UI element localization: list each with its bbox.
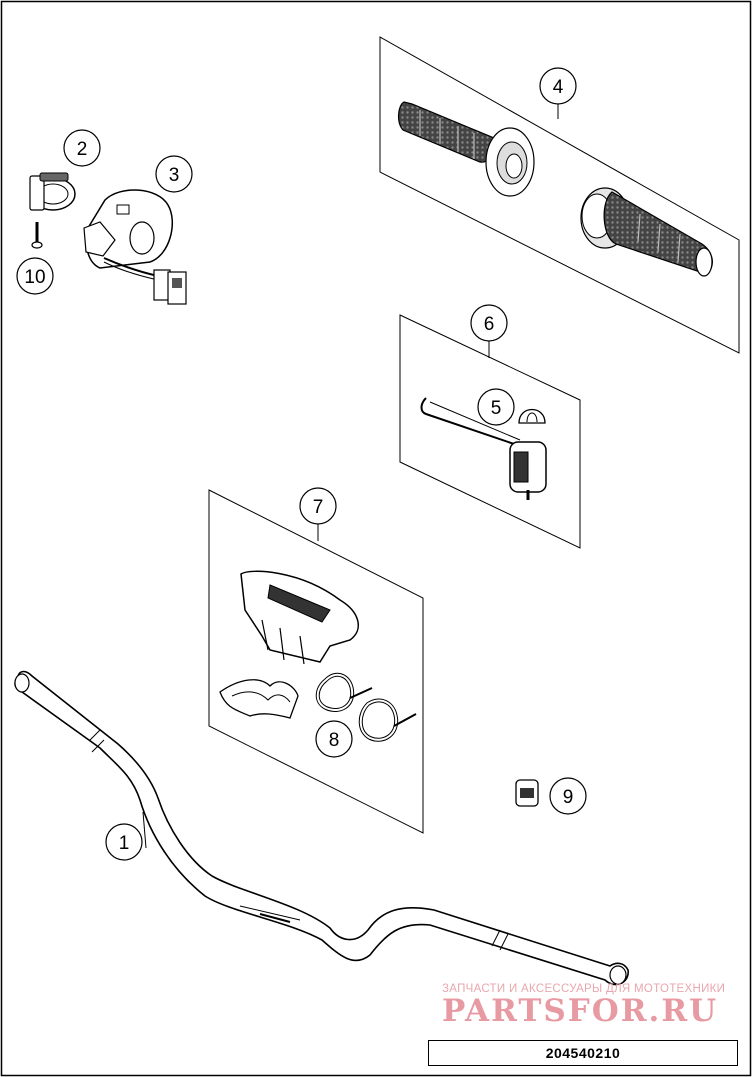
callout-9-label: 9 <box>563 787 574 808</box>
part-pad-mount <box>219 679 299 719</box>
callout-4-label: 4 <box>553 77 564 98</box>
leader-line-1 <box>142 811 147 849</box>
group-frame-7 <box>208 489 424 834</box>
callout-5-label: 5 <box>491 398 502 419</box>
part-screw <box>31 222 43 249</box>
callout-9[interactable]: 9 <box>549 777 587 815</box>
group-frame-6 <box>399 314 581 549</box>
part-cable-tie-2 <box>358 698 417 742</box>
callout-10-label: 10 <box>24 267 45 288</box>
callout-10[interactable]: 10 <box>16 257 54 295</box>
part-handlebar <box>14 670 629 986</box>
part-grip-left <box>398 101 535 197</box>
callout-8-label: 8 <box>329 730 340 751</box>
diagram-number: 204540210 <box>545 1045 621 1061</box>
watermark-tagline: ЗАПЧАСТИ И АКСЕССУАРЫ ДЛЯ МОТОТЕХНИКИ <box>442 983 726 995</box>
callout-6-label: 6 <box>484 314 495 335</box>
callout-4[interactable]: 4 <box>539 67 577 105</box>
callout-5[interactable]: 5 <box>477 388 515 426</box>
part-handlebar-pad <box>240 570 360 665</box>
watermark-brand: PARTSFOR.RU <box>442 993 719 1029</box>
callout-2[interactable]: 2 <box>63 129 101 167</box>
part-cable-clip <box>515 779 539 807</box>
callout-1[interactable]: 1 <box>105 823 143 861</box>
part-cable-tie-1 <box>315 672 373 712</box>
callout-7[interactable]: 7 <box>299 487 337 525</box>
callout-3[interactable]: 3 <box>155 155 193 193</box>
callout-1-label: 1 <box>119 833 130 854</box>
part-throttle-cable <box>420 397 547 500</box>
part-grip-right <box>580 187 713 277</box>
part-throttle-cap <box>518 408 546 424</box>
callout-6[interactable]: 6 <box>470 304 508 342</box>
callout-3-label: 3 <box>169 165 180 186</box>
callout-2-label: 2 <box>77 139 88 160</box>
part-clamp <box>29 172 76 211</box>
callout-8[interactable]: 8 <box>315 720 353 758</box>
callout-7-label: 7 <box>313 497 324 518</box>
part-switch <box>83 189 187 305</box>
diagram-number-box: 204540210 <box>428 1040 738 1066</box>
group-frame-4 <box>379 36 740 354</box>
